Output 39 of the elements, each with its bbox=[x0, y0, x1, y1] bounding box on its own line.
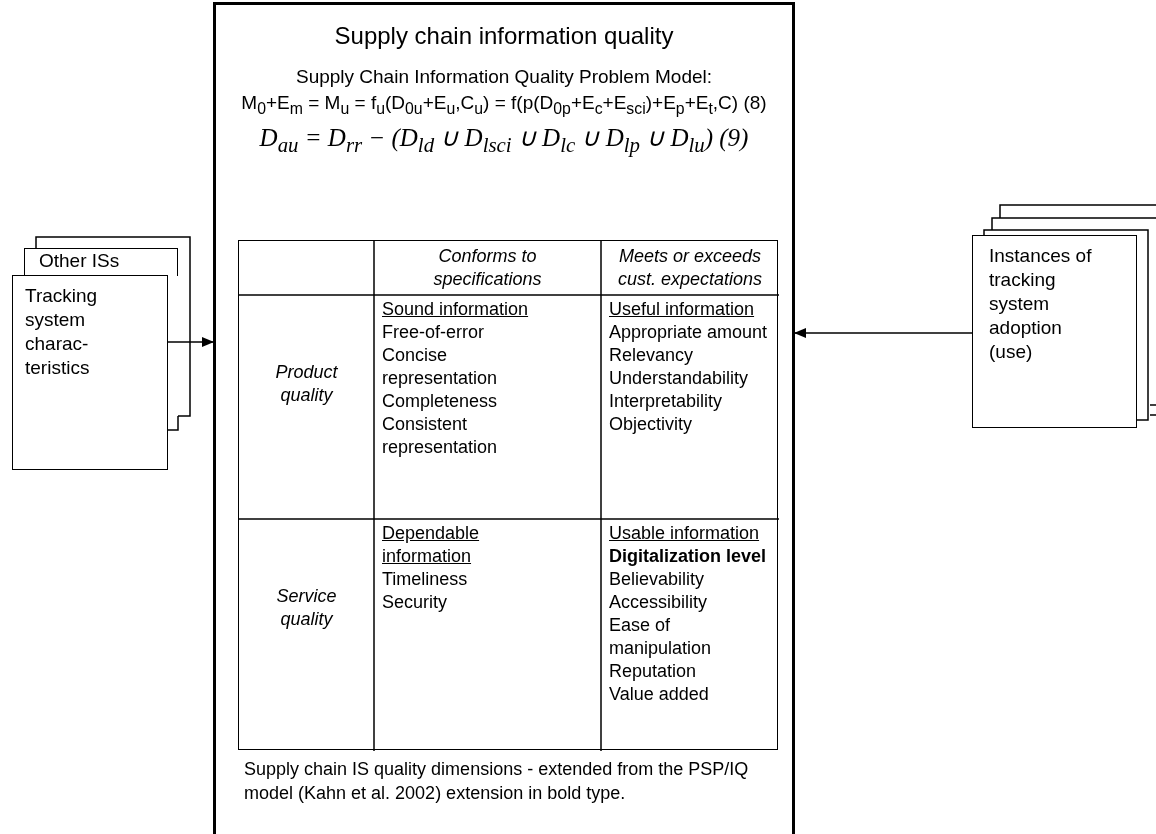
model-heading: Supply Chain Information Quality Problem Model: bbox=[294, 65, 714, 88]
column-header: Meets or exceeds cust. expectations bbox=[616, 245, 764, 291]
formula: D$_{au}$ = D$_{rr}$ − (D$_{ld}$ ∪ D$_{lsci}$ ∪ D$_{lc}$ ∪ D$_{lp}$ ∪ D$_{lu}$) (9) bbox=[258, 123, 750, 159]
cell-text: Objectivity bbox=[609, 413, 694, 436]
cell-text: Digitalization level bbox=[609, 545, 768, 568]
cell-text: Concise representation bbox=[382, 344, 499, 390]
cell-text: Accessibility bbox=[609, 591, 709, 614]
box-label: Other ISs bbox=[39, 250, 121, 272]
cell-text: Security bbox=[382, 591, 449, 614]
arrow bbox=[167, 337, 214, 347]
cell-text: Completeness bbox=[382, 390, 499, 413]
cell-text: Ease of manipulation bbox=[609, 614, 713, 660]
cell-text: Reputation bbox=[609, 660, 698, 683]
cell-text: Relevancy bbox=[609, 344, 695, 367]
cell-text: Interpretability bbox=[609, 390, 724, 413]
cell-text: Value added bbox=[609, 683, 710, 706]
document-box bbox=[12, 275, 168, 470]
box-label: Tracking system charac- teristics bbox=[25, 284, 99, 380]
formula: M$_{0}$+E$_{m}$ = M$_{u}$ = f$_{u}$(D$_{0u}$+E$_{u}$,C$_{u}$) = f(p(D$_{0p}$+E$_{c}$+E$_{sci}$)+E$_{p}$+E$_{t}$,C) (8) bbox=[240, 91, 768, 119]
cell-text: Consistent representation bbox=[382, 413, 499, 459]
panel-heading: Supply chain information quality bbox=[333, 22, 675, 50]
cell-heading: Dependable information bbox=[382, 522, 481, 568]
cell-text: Believability bbox=[609, 568, 706, 591]
row-header: Service quality bbox=[275, 585, 338, 631]
document-box bbox=[972, 235, 1137, 428]
column-header: Conforms to specifications bbox=[432, 245, 543, 291]
cell-heading: Useful information bbox=[609, 298, 756, 321]
row-header: Product quality bbox=[274, 361, 339, 407]
cell-text: Appropriate amount bbox=[609, 321, 769, 344]
cell-text: Understandability bbox=[609, 367, 750, 390]
arrow bbox=[794, 328, 973, 338]
cell-text: Free-of-error bbox=[382, 321, 485, 344]
table-caption: Supply chain IS quality dimensions - extended from the PSP/IQ model (Kahn et al. 2002) extension in bold type. bbox=[244, 758, 750, 805]
main-panel bbox=[213, 2, 795, 834]
box-label: Instances of tracking system adoption (use) bbox=[989, 244, 1093, 364]
document-box bbox=[24, 248, 178, 276]
cell-heading: Sound information bbox=[382, 298, 530, 321]
cell-heading: Usable information bbox=[609, 522, 761, 545]
cell-text: Timeliness bbox=[382, 568, 469, 591]
